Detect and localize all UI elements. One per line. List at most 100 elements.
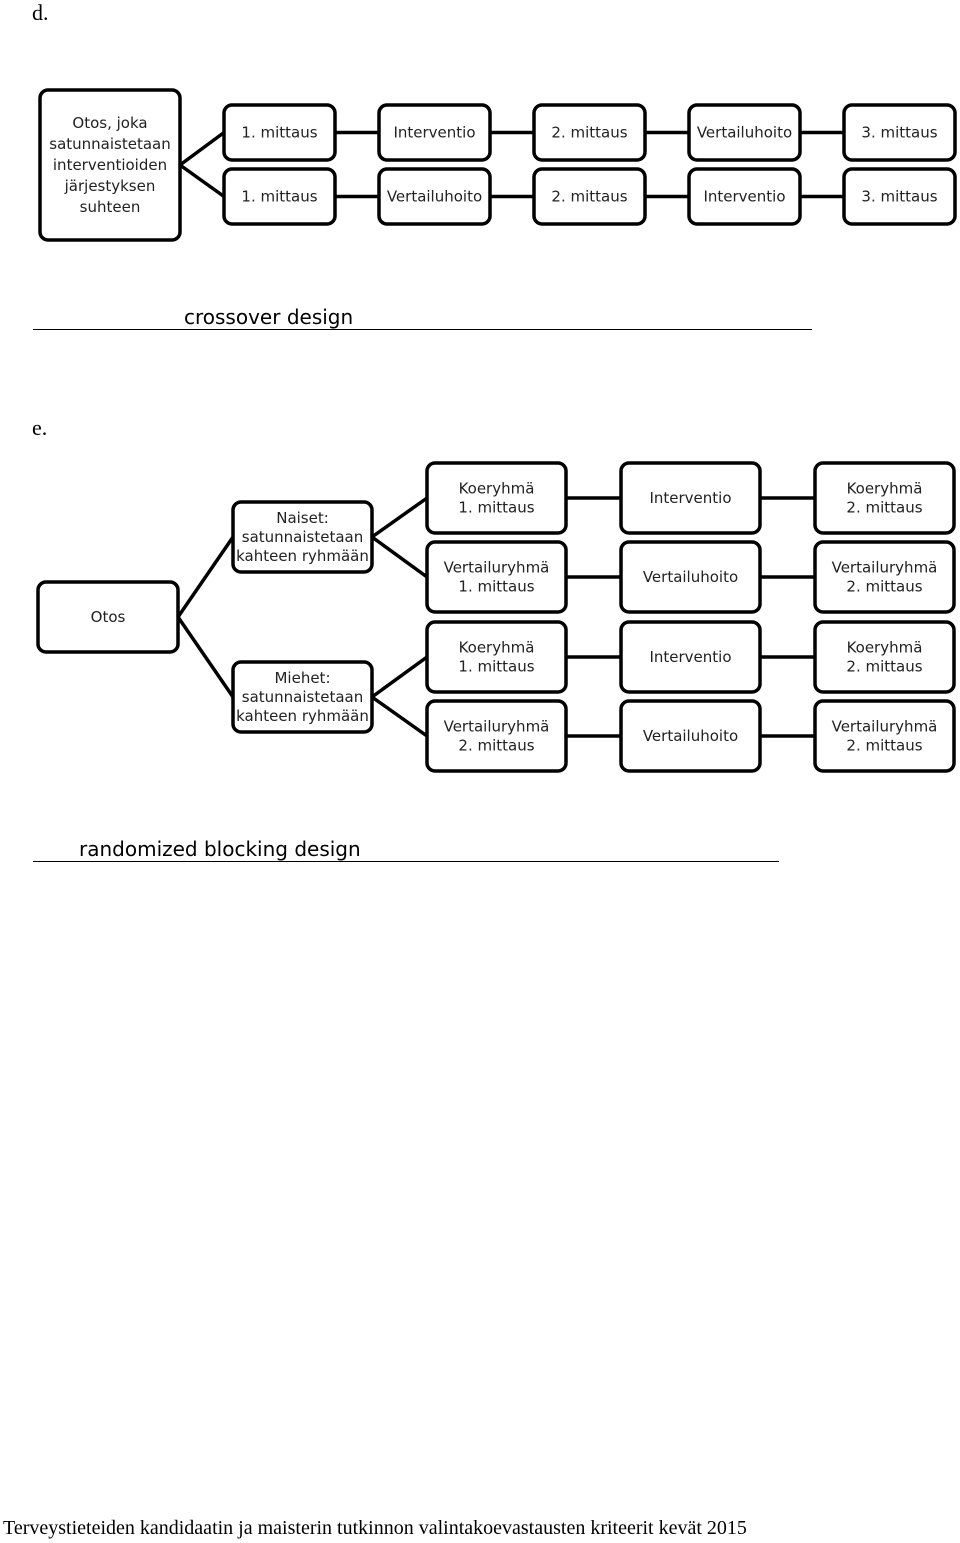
group-box-women-text: Naiset:: [276, 509, 329, 527]
connector-e-men-r4: [370, 695, 429, 738]
page-footer: Terveystieteiden kandidaatin ja maisteri…: [3, 1517, 747, 1539]
step-box-e-r3-c3-text: 2. mittaus: [846, 658, 922, 676]
step-box-d-r1-c1-frame: [222, 103, 337, 162]
step-box-d-r1-c1-text: 1. mittaus: [241, 124, 317, 142]
step-box-e-r2-c3-frame: [813, 540, 956, 614]
step-box-d-r2-c2-text: Vertailuhoito: [387, 188, 482, 206]
step-box-d-r2-c1-frame: [222, 167, 337, 226]
step-box-d-r1-c3: 2. mittaus: [532, 103, 647, 162]
step-box-d-r2-c4-frame: [687, 167, 802, 226]
step-box-e-r2-c2-frame: [619, 540, 762, 614]
answer-text-d: crossover design: [184, 305, 354, 329]
step-box-e-r1-c1-text: Koeryhmä: [459, 480, 535, 498]
step-box-e-r4-c3-text: 2. mittaus: [846, 737, 922, 755]
step-box-d-r2-c3-text: 2. mittaus: [551, 188, 627, 206]
step-box-e-r2-c2-text: Vertailuhoito: [643, 568, 738, 586]
step-box-e-r2-c3-text: Vertailuryhmä: [832, 559, 938, 577]
step-box-e-r4-c2-frame: [619, 699, 762, 773]
root-box-e-text: Otos: [91, 608, 126, 626]
step-box-e-r4-c1-text: Vertailuryhmä: [444, 718, 550, 736]
step-box-e-r1-c2-text: Interventio: [649, 489, 731, 507]
step-box-d-r2-c4-text: Interventio: [703, 188, 785, 206]
step-box-e-r2-c2: Vertailuhoito: [619, 540, 762, 614]
step-box-d-r2-c5: 3. mittaus: [842, 167, 957, 226]
step-box-e-r2-c3-text: 2. mittaus: [846, 578, 922, 596]
step-box-d-r2-c3: 2. mittaus: [532, 167, 647, 226]
step-box-d-r1-c5-frame: [842, 103, 957, 162]
connector-d-root-row1: [178, 131, 226, 167]
group-box-men-text: Miehet:: [274, 669, 330, 687]
section-d-answer: crossover design: [33, 305, 812, 330]
step-box-e-r3-c1-frame: [425, 620, 568, 694]
step-box-e-r1-c2-frame: [619, 461, 762, 535]
root-box-e: Otos: [36, 580, 180, 654]
step-box-d-r2-c3-frame: [532, 167, 647, 226]
step-box-d-r1-c2: Interventio: [377, 103, 492, 162]
step-box-e-r4-c2: Vertailuhoito: [619, 699, 762, 773]
step-box-e-r1-c1-text: 1. mittaus: [458, 499, 534, 517]
step-box-e-r2-c1-text: Vertailuryhmä: [444, 559, 550, 577]
root-box-d-text: Otos, joka: [72, 114, 147, 132]
root-box-d-text: interventioiden: [53, 156, 167, 174]
group-box-women-text: satunnaistetaan: [242, 528, 363, 546]
step-box-e-r3-c2: Interventio: [619, 620, 762, 694]
root-box-d-text: satunnaistetaan: [49, 135, 170, 153]
group-box-women-text: kahteen ryhmään: [236, 547, 369, 565]
connector-e-women-r1: [370, 496, 429, 539]
step-box-d-r2-c5-text: 3. mittaus: [861, 188, 937, 206]
step-box-d-r2-c2-frame: [377, 167, 492, 226]
root-box-d-text: järjestyksen: [64, 177, 156, 195]
connector-d-root-row2: [178, 163, 226, 198]
step-box-e-r1-c3-text: 2. mittaus: [846, 499, 922, 517]
group-box-men-text: kahteen ryhmään: [236, 707, 369, 725]
step-box-d-r1-c4-frame: [687, 103, 802, 162]
root-box-e-frame: [36, 580, 180, 654]
step-box-d-r2-c1: 1. mittaus: [222, 167, 337, 226]
group-box-men-frame: [231, 660, 374, 734]
section-e-label: e.: [32, 415, 48, 440]
step-box-e-r1-c1-frame: [425, 461, 568, 535]
connector-e-women-r2: [370, 535, 429, 579]
step-box-d-r1-c3-text: 2. mittaus: [551, 124, 627, 142]
step-box-d-r1-c2-frame: [377, 103, 492, 162]
connector-e-root-men: [176, 616, 235, 698]
crossover-diagram: Otos, joka satunnaistetaan interventioiden…: [38, 88, 957, 242]
root-box-d: Otos, joka satunnaistetaan interventioiden…: [38, 88, 182, 242]
step-box-e-r1-c3-frame: [813, 461, 956, 535]
group-box-women-frame: [231, 500, 374, 574]
step-box-e-r3-c1-text: Koeryhmä: [459, 639, 535, 657]
step-box-e-r1-c3-text: Koeryhmä: [847, 480, 923, 498]
step-box-e-r4-c2-text: Vertailuhoito: [643, 727, 738, 745]
connector-e-root-women: [176, 536, 235, 618]
step-box-e-r4-c1-text: 2. mittaus: [458, 737, 534, 755]
step-box-d-r1-c5-text: 3. mittaus: [861, 124, 937, 142]
step-box-e-r3-c3-frame: [813, 620, 956, 694]
step-box-d-r2-c1-text: 1. mittaus: [241, 188, 317, 206]
connector-e-men-r3: [370, 655, 429, 699]
step-box-d-r1-c3-frame: [532, 103, 647, 162]
section-e-answer: randomized blocking design: [33, 837, 779, 862]
step-box-d-r2-c4: Interventio: [687, 167, 802, 226]
step-box-d-r2-c5-frame: [842, 167, 957, 226]
section-d-label: d.: [32, 0, 49, 25]
answer-text-e: randomized blocking design: [79, 837, 361, 861]
step-box-e-r4-c3-frame: [813, 699, 956, 773]
step-box-e-r2-c1-frame: [425, 540, 568, 614]
step-box-e-r2-c1-text: 1. mittaus: [458, 578, 534, 596]
step-box-d-r1-c5: 3. mittaus: [842, 103, 957, 162]
root-box-d-text: suhteen: [80, 198, 141, 216]
step-box-d-r1-c4: Vertailuhoito: [687, 103, 802, 162]
step-box-e-r3-c1-text: 1. mittaus: [458, 658, 534, 676]
step-box-e-r1-c2: Interventio: [619, 461, 762, 535]
group-box-men-text: satunnaistetaan: [242, 688, 363, 706]
step-box-d-r1-c2-text: Interventio: [393, 124, 475, 142]
